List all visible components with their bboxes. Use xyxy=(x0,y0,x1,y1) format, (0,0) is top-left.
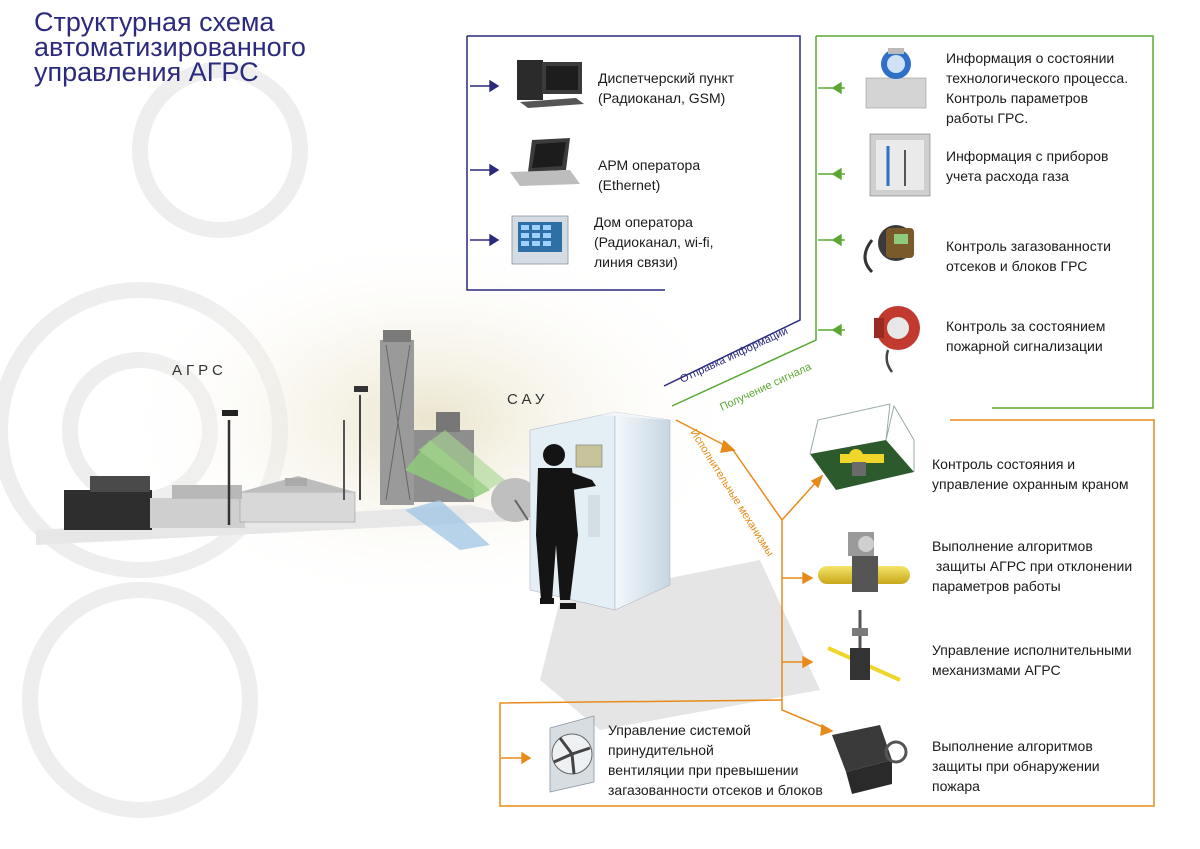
transmitter-icon xyxy=(865,48,927,109)
output-item-line: защиты при обнаружении xyxy=(932,758,1100,774)
dispatch-item-operator-house: Дом оператора (Радиоканал, wi-fi, линия … xyxy=(594,212,714,272)
input-item-line: Контроль загазованности xyxy=(946,238,1111,254)
operator-panel-icon xyxy=(511,215,569,265)
ventilation-line: Управление системой xyxy=(608,722,751,738)
input-item-process-state: Информация о состоянии технологического … xyxy=(946,48,1128,128)
dispatch-item-line: (Ethernet) xyxy=(598,177,661,193)
input-item-gas-contamination: Контроль загазованности отсеков и блоков… xyxy=(946,236,1111,276)
dispatch-item-line: Дом оператора xyxy=(594,214,693,230)
laptop-icon xyxy=(510,138,580,186)
output-item-line: защиты АГРС при отклонении xyxy=(932,558,1133,574)
output-item-line: пожара xyxy=(932,778,980,794)
actuators-arrows xyxy=(501,439,834,765)
output-item-actuator-control: Управление исполнительными механизмами А… xyxy=(932,640,1132,680)
ground xyxy=(36,505,530,545)
ventilation-fan-icon xyxy=(549,715,595,793)
operator-figure xyxy=(536,444,596,609)
dispatch-item-operator-workstation: АРМ оператора (Ethernet) xyxy=(598,155,700,195)
output-item-line: механизмами АГРС xyxy=(932,662,1061,678)
dispatch-arrows xyxy=(470,79,500,247)
dispatch-item-line: (Радиоканал, wi-fi, xyxy=(594,234,714,250)
input-item-line: Контроль параметров xyxy=(946,90,1089,106)
input-item-gas-metering: Информация с приборов учета расхода газа xyxy=(946,146,1109,186)
dispatch-item-line: АРМ оператора xyxy=(598,157,701,173)
input-item-line: работы ГРС. xyxy=(946,110,1029,126)
output-item-line: параметров работы xyxy=(932,578,1061,594)
pipe-valve-actuator-icon xyxy=(818,532,910,592)
input-item-line: Информация о состоянии xyxy=(946,50,1115,66)
inputs-arrows xyxy=(818,81,845,337)
output-item-line: Выполнение алгоритмов xyxy=(932,538,1093,554)
actuator-sensor-icon xyxy=(827,610,901,682)
agrs-station-illustration xyxy=(64,330,539,550)
dispatch-item-line: (Радиоканал, GSM) xyxy=(598,90,726,106)
output-item-line: управление охранным краном xyxy=(932,476,1129,492)
page-title: Структурная схема автоматизированного уп… xyxy=(34,7,306,87)
inputs-bracket xyxy=(671,35,1154,409)
input-item-line: отсеков и блоков ГРС xyxy=(946,258,1088,274)
desktop-computer-icon xyxy=(517,60,584,108)
input-item-line: Контроль за состоянием xyxy=(946,318,1106,334)
ventilation-line: загазованности отсеков и блоков xyxy=(608,782,823,798)
sau-label: САУ xyxy=(507,391,549,408)
dispatch-item-line: Диспетчерский пункт xyxy=(598,70,735,86)
output-item-security-valve: Контроль состояния и управление охранным… xyxy=(932,454,1129,494)
dispatch-bracket xyxy=(466,35,801,387)
input-item-line: учета расхода газа xyxy=(946,168,1069,184)
output-item-line: Контроль состояния и xyxy=(932,456,1076,472)
input-item-fire-alarm: Контроль за состоянием пожарной сигнализ… xyxy=(946,316,1105,356)
output-item-fire-protection: Выполнение алгоритмов защиты при обнаруж… xyxy=(932,736,1100,796)
dispatch-item-line: линия связи) xyxy=(594,254,678,270)
gas-meter-cabinet-icon xyxy=(869,133,931,197)
ventilation-item: Управление системой принудительной венти… xyxy=(608,720,823,800)
output-item-protection-algorithms: Выполнение алгоритмов защиты АГРС при от… xyxy=(932,536,1132,596)
actuators-bracket xyxy=(499,419,1155,807)
output-item-line: Выполнение алгоритмов xyxy=(932,738,1093,754)
gas-detector-icon xyxy=(863,225,914,274)
ventilation-line: принудительной xyxy=(608,742,714,758)
output-item-line: Управление исполнительными xyxy=(932,642,1132,658)
input-item-line: технологического процесса. xyxy=(946,70,1129,86)
dispatch-item-dispatcher: Диспетчерский пункт (Радиоканал, GSM) xyxy=(598,68,734,108)
fire-protection-actuator-icon xyxy=(832,725,908,794)
input-item-line: пожарной сигнализации xyxy=(946,338,1103,354)
agrs-label: АГРС xyxy=(172,362,227,379)
fire-detector-icon xyxy=(874,306,920,373)
input-item-line: Информация с приборов xyxy=(946,148,1109,164)
security-valve-icon xyxy=(809,403,915,490)
ventilation-line: вентиляции при превышении xyxy=(608,762,799,778)
